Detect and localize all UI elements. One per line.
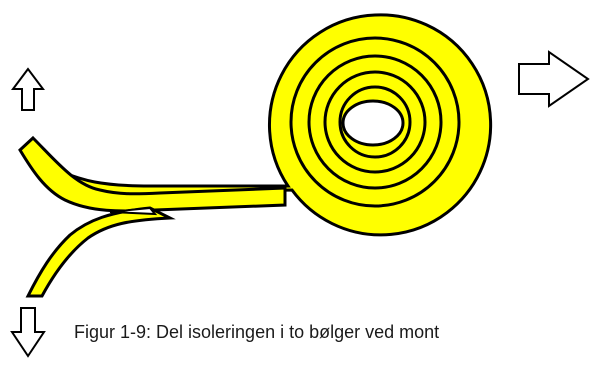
arrow-up-icon	[13, 69, 43, 110]
upper-layer	[20, 138, 285, 211]
figure-caption: Figur 1-9: Del isoleringen i to bølger v…	[74, 322, 593, 343]
arrow-right-icon	[519, 52, 588, 106]
roll-core	[343, 101, 403, 145]
lower-layer	[28, 208, 170, 296]
arrow-down-icon	[12, 308, 44, 356]
